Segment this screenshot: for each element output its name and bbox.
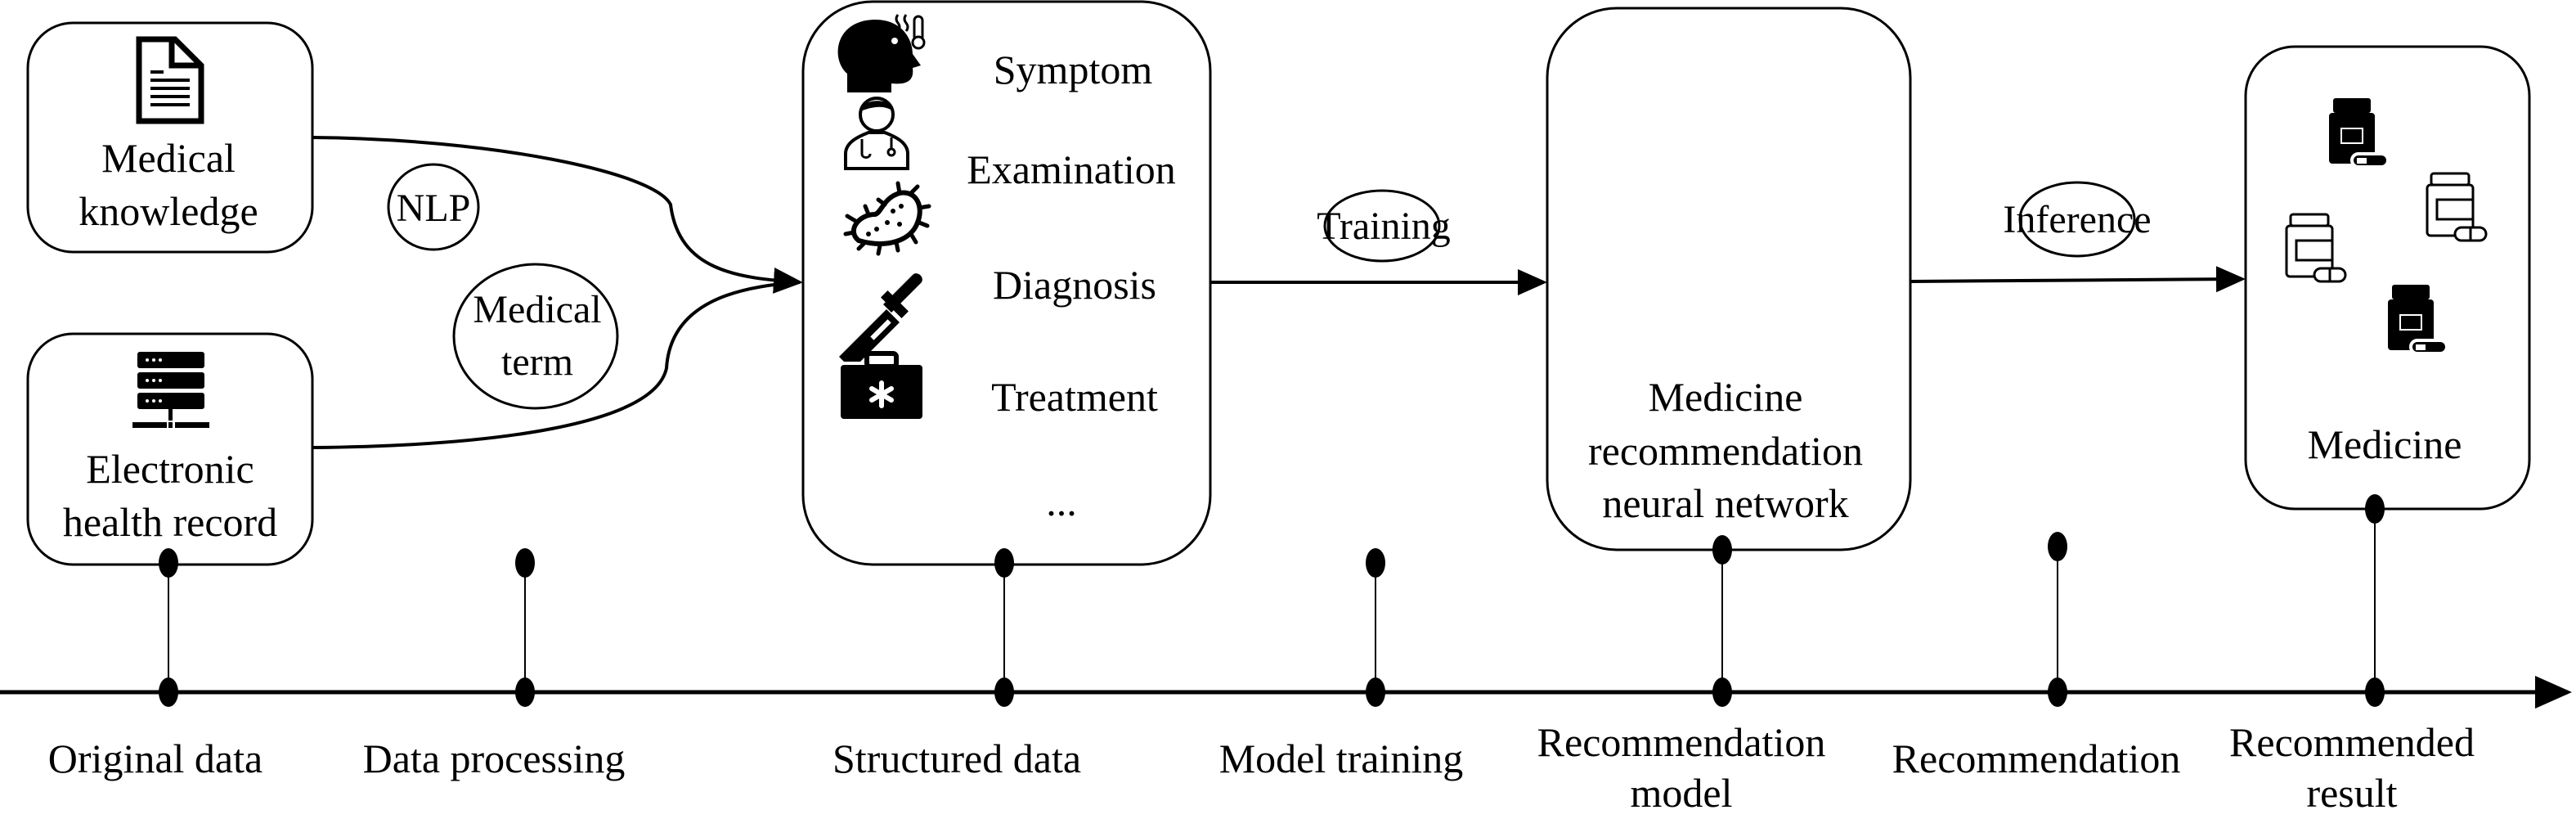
medical-kit-icon <box>841 351 922 419</box>
filled-bottle-icon <box>2388 285 2448 355</box>
server-icon <box>132 352 209 428</box>
stage-axis-dot <box>2048 677 2067 707</box>
model-label-line2: recommendation <box>1588 428 1863 474</box>
training-label: Training <box>1317 205 1451 248</box>
ehr-label-line1: Electronic <box>86 446 254 492</box>
model-label-line1: Medicine <box>1649 374 1803 420</box>
ehr-label-line2: health record <box>63 499 277 545</box>
stage-label: Recommended <box>2229 719 2475 765</box>
medical-term-label-line2: term <box>501 340 573 384</box>
stage-top-dot <box>1366 548 1385 578</box>
timeline-stage <box>1712 535 1732 707</box>
stage-label: Recommendation <box>1537 719 1826 765</box>
outline-bottle-icon <box>2426 172 2488 242</box>
bacteria-icon <box>843 181 931 256</box>
symptom-label: Symptom <box>994 47 1153 92</box>
timeline-stage <box>515 548 535 707</box>
sick-head-thermometer-icon <box>837 14 926 92</box>
document-icon <box>136 36 204 124</box>
stage-axis-dot <box>2365 677 2385 707</box>
nlp-ellipse: NLP <box>387 163 480 251</box>
mk-to-structured-curve <box>312 136 803 294</box>
medical-knowledge-box: Medical knowledge <box>26 21 314 254</box>
medical-term-label-line1: Medical <box>473 288 601 331</box>
medicine-box: Medicine <box>2244 45 2531 511</box>
stage-axis-dot <box>159 677 178 707</box>
inference-label: Inference <box>2003 198 2151 241</box>
stage-top-dot <box>2365 494 2385 524</box>
stage-top-dot <box>994 548 1014 578</box>
medicine-bottles-icon <box>2285 98 2488 355</box>
medical-knowledge-label-line1: Medical <box>101 135 236 181</box>
stage-label: Recommendation <box>1892 736 2181 781</box>
ehr-to-structured-curve <box>312 281 801 449</box>
stage-top-dot <box>1712 535 1732 565</box>
stage-axis-dot <box>994 677 1014 707</box>
medicine-label: Medicine <box>2308 421 2462 467</box>
stage-label: model <box>1631 770 1733 816</box>
timeline-labels: Original data Data processing Structured d… <box>48 719 2475 816</box>
stage-top-dot <box>515 548 535 578</box>
stage-axis-dot <box>515 677 535 707</box>
stage-label: Structured data <box>832 736 1081 781</box>
filled-bottle-icon <box>2329 98 2390 169</box>
doctor-stethoscope-icon <box>844 97 909 170</box>
structured-data-box: Symptom Examination Di <box>801 0 1212 566</box>
ehr-box: Electronic health record <box>26 332 314 566</box>
timeline-stage <box>1366 548 1385 707</box>
treatment-label: Treatment <box>991 374 1158 420</box>
timeline-stage <box>2048 532 2067 707</box>
stage-label: Data processing <box>363 736 626 781</box>
model-box: Medicine recommendation neural network <box>1546 7 1912 551</box>
model-to-medicine-arrow <box>1910 266 2246 293</box>
outline-bottle-icon <box>2285 213 2347 283</box>
nlp-label: NLP <box>397 187 471 230</box>
stage-label: Original data <box>48 736 263 781</box>
training-ellipse: Training <box>1317 189 1451 263</box>
stage-top-dot <box>159 548 178 578</box>
inference-ellipse: Inference <box>2003 181 2152 258</box>
stage-axis-dot <box>1712 677 1732 707</box>
dropper-icon <box>839 273 922 362</box>
model-label-line3: neural network <box>1602 480 1848 526</box>
stage-label: Model training <box>1219 736 1464 781</box>
timeline-stage <box>994 548 1014 707</box>
timeline-stems <box>159 494 2385 707</box>
more-label: ... <box>1046 479 1077 524</box>
examination-label: Examination <box>967 146 1176 192</box>
diagnosis-label: Diagnosis <box>993 262 1156 308</box>
timeline-stage <box>2365 494 2385 707</box>
stage-axis-dot <box>1366 677 1385 707</box>
medical-knowledge-label-line2: knowledge <box>79 188 258 234</box>
stage-label: result <box>2306 770 2397 816</box>
medical-term-ellipse: Medical term <box>452 263 619 410</box>
timeline-stage <box>159 548 178 707</box>
stage-top-dot <box>2048 532 2067 561</box>
